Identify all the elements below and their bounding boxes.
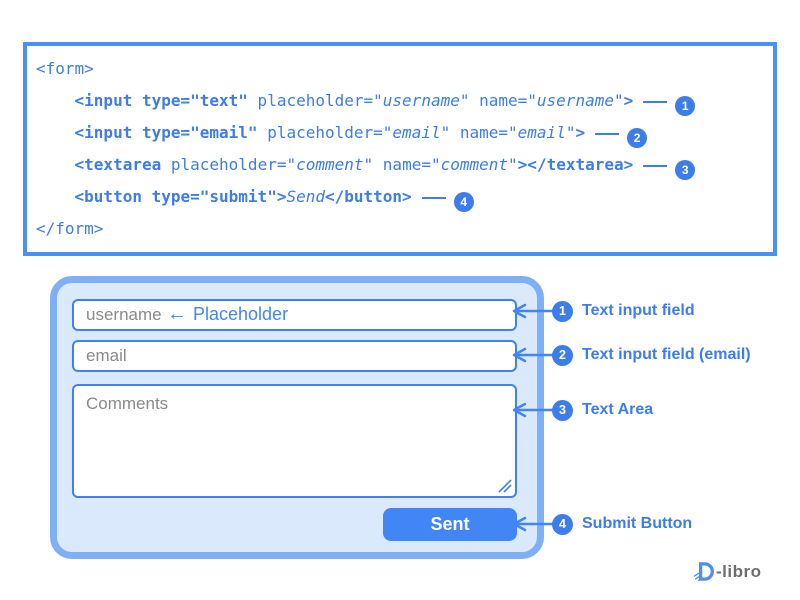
annotation-number-badge: 3 xyxy=(552,399,573,421)
code-segment: email xyxy=(392,123,441,142)
code-segment: email xyxy=(517,123,566,142)
dlibro-logo: -libro xyxy=(692,560,762,583)
code-segment xyxy=(36,91,75,110)
code-segment: comment xyxy=(296,155,364,174)
code-segment: username xyxy=(536,91,614,110)
code-segment: <textarea xyxy=(74,155,162,174)
username-input[interactable] xyxy=(72,299,517,331)
annotation-row: 3 Text Area xyxy=(552,399,653,421)
code-segment: <button type="submit"> xyxy=(74,187,287,206)
code-line: <textarea placeholder="comment" name="co… xyxy=(36,149,773,181)
dash-connector-icon xyxy=(595,132,620,135)
code-line: <input type="text" placeholder="username… xyxy=(36,85,773,117)
form-mockup-panel: ←Placeholder Sent xyxy=(50,276,544,559)
annotation-label: Text Area xyxy=(582,401,654,418)
dash-connector-icon xyxy=(421,196,446,199)
code-segment: " xyxy=(508,155,518,174)
code-ref-badge: 3 xyxy=(675,160,696,180)
arrow-left-icon xyxy=(512,516,555,532)
code-segment: </form> xyxy=(36,219,104,238)
dlibro-logo-text: -libro xyxy=(716,561,762,581)
code-segment: > xyxy=(623,91,634,110)
submit-button[interactable]: Sent xyxy=(383,508,517,541)
annotation-row: 1 Text input field xyxy=(552,300,695,322)
code-line: <form> xyxy=(36,53,773,85)
code-segment: " name=" xyxy=(459,91,537,110)
annotation-label: Text input field xyxy=(582,302,695,319)
annotation-label: Submit Button xyxy=(582,515,693,532)
arrow-left-icon xyxy=(512,303,555,319)
resize-handle-icon[interactable] xyxy=(496,477,514,495)
email-input[interactable] xyxy=(72,340,517,372)
annotation-row: 4 Submit Button xyxy=(552,513,692,535)
code-segment xyxy=(36,187,75,206)
code-segment: <form> xyxy=(36,59,94,78)
annotation-number-badge: 2 xyxy=(552,344,573,366)
code-segment: <input type="text" xyxy=(74,91,248,110)
code-snippet-panel: <form> <input type="text" placeholder="u… xyxy=(23,42,777,256)
code-segment xyxy=(36,155,75,174)
code-segment: username xyxy=(382,91,460,110)
code-segment: Send xyxy=(286,187,325,206)
annotation-label: Text input field (email) xyxy=(582,346,751,363)
code-ref-badge: 2 xyxy=(627,128,648,148)
code-segment: placeholder=" xyxy=(161,155,297,174)
code-segment: <input type="email" xyxy=(74,123,258,142)
code-ref-badge: 1 xyxy=(675,96,696,116)
code-segment: > xyxy=(575,123,586,142)
arrow-left-icon xyxy=(512,347,555,363)
annotation-number-badge: 4 xyxy=(552,513,573,535)
code-segment: " name=" xyxy=(363,155,441,174)
code-lines: <form> <input type="text" placeholder="u… xyxy=(36,53,773,245)
dash-connector-icon xyxy=(643,164,668,167)
code-segment: " xyxy=(565,123,576,142)
code-segment xyxy=(36,123,75,142)
comment-textarea[interactable] xyxy=(72,384,517,498)
code-line: <button type="submit">Send</button> 4 xyxy=(36,181,773,213)
code-ref-badge: 4 xyxy=(453,192,474,212)
code-segment: placeholder=" xyxy=(257,123,393,142)
dash-connector-icon xyxy=(643,100,668,103)
code-segment: </button> xyxy=(324,187,412,206)
dlibro-book-icon xyxy=(693,562,714,582)
annotation-number-badge: 1 xyxy=(552,300,573,322)
code-segment: placeholder=" xyxy=(247,91,383,110)
code-segment: " name=" xyxy=(440,123,518,142)
code-line: <input type="email" placeholder="email" … xyxy=(36,117,773,149)
annotation-row: 2 Text input field (email) xyxy=(552,344,751,366)
arrow-left-icon xyxy=(512,402,555,418)
code-segment: ></textarea> xyxy=(517,155,634,174)
code-line: </form> xyxy=(36,213,773,245)
code-segment: " xyxy=(613,91,624,110)
code-segment: comment xyxy=(440,155,509,174)
